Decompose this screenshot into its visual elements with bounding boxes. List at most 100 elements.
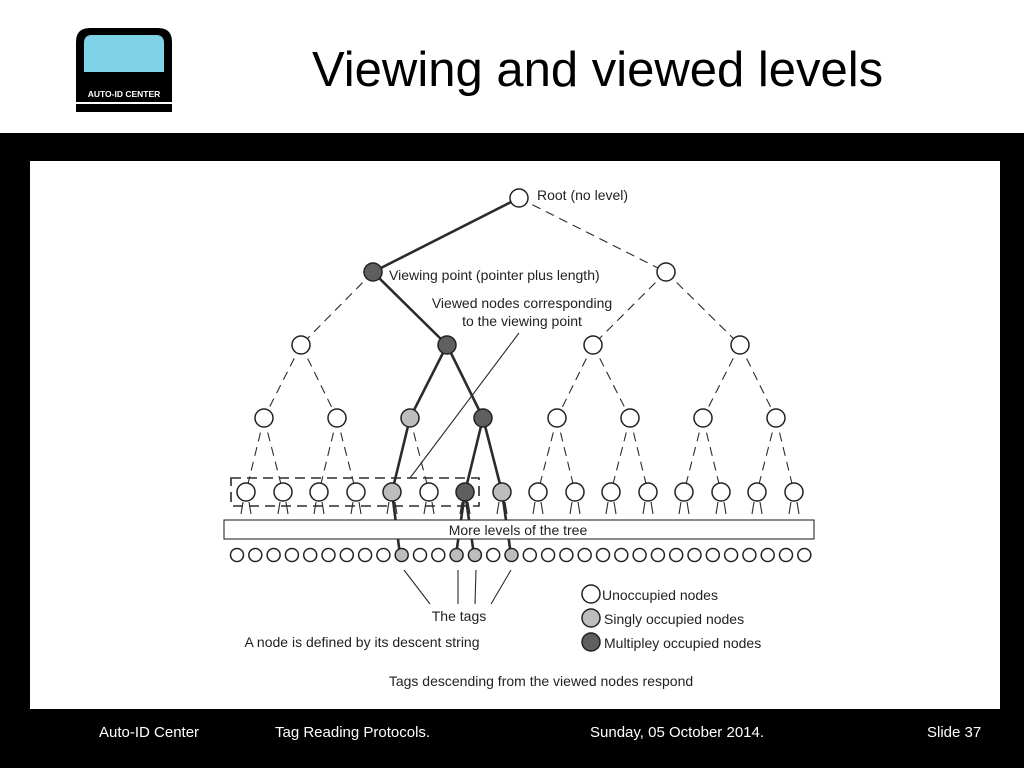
viewed-level-node (346, 482, 366, 502)
tree-node (473, 408, 493, 428)
viewed-level-node (638, 482, 658, 502)
tree-node (254, 408, 274, 428)
viewed-level-node (419, 482, 439, 502)
node-stub (350, 501, 354, 515)
tree-edge (372, 196, 520, 274)
tree-edge (318, 417, 338, 493)
tree-edge (372, 271, 448, 346)
node-stub (467, 501, 471, 515)
tag-leaf-node (797, 547, 812, 563)
node-stub (751, 501, 755, 515)
tree-edge (390, 417, 412, 493)
viewed-level-node (528, 482, 548, 502)
node-stub (642, 501, 646, 515)
tree-edge (556, 344, 594, 419)
node-stub (569, 501, 573, 515)
viewing-point-node (363, 262, 383, 282)
node-stub (285, 501, 289, 515)
tree-node (656, 262, 676, 282)
node-stub (759, 501, 763, 515)
tags-respond-label: Tags descending from the viewed nodes re… (389, 673, 693, 689)
tree-node (766, 408, 786, 428)
viewed-nodes-pointer (409, 332, 520, 479)
tree-node (400, 408, 420, 428)
legend-multiple-label: Multipley occupied nodes (604, 635, 761, 651)
tag-leaf-node (284, 547, 300, 563)
tree-edge (300, 271, 374, 346)
node-stub (788, 501, 792, 515)
tag-leaf-node (632, 547, 647, 563)
node-stub (540, 501, 544, 515)
viewed-level-node (309, 482, 329, 502)
more-levels-bar (223, 519, 815, 540)
tree-edge (408, 344, 449, 419)
node-stub (496, 501, 500, 515)
node-stub (577, 501, 581, 515)
logo-screen (84, 35, 164, 72)
tag-leaf-node (540, 547, 556, 563)
tag-leaf-node (742, 547, 757, 563)
tag-leaf-node (577, 547, 592, 563)
root-label: Root (no level) (537, 187, 628, 203)
tree-edge (537, 417, 558, 493)
tree-edge (739, 344, 777, 419)
legend-single-swatch (581, 608, 601, 628)
tree-node (583, 335, 603, 355)
tag-pointer (490, 569, 512, 605)
tree-edge (245, 417, 265, 493)
tag-leaf-node (778, 547, 794, 563)
node-stub (277, 501, 281, 515)
node-stub (650, 501, 654, 515)
tag-leaf-node (614, 547, 629, 563)
logo-text: AUTO-ID CENTER (88, 89, 161, 99)
tag-leaf-node (339, 547, 355, 563)
tree-edge (481, 417, 504, 493)
tag-leaf-node (412, 547, 428, 563)
node-stub (431, 501, 435, 515)
tree-edge (556, 417, 576, 493)
descent-string-label: A node is defined by its descent string (244, 634, 479, 650)
node-stub (715, 501, 719, 515)
slide-footer: Auto-ID Center Tag Reading Protocols. Su… (0, 718, 1024, 748)
tree-node (620, 408, 640, 428)
legend-unoccupied-swatch (581, 584, 601, 604)
footer-topic: Tag Reading Protocols. (275, 724, 431, 741)
tag-leaf-node (467, 547, 483, 563)
node-stub (423, 501, 427, 515)
viewed-level-node (784, 482, 804, 502)
more-levels-label: More levels of the tree (449, 522, 588, 538)
tag-leaf-node (595, 547, 611, 563)
tag-leaf-node (248, 547, 263, 563)
node-stub (613, 501, 617, 515)
auto-id-center-logo: AUTO-ID CENTER (76, 28, 172, 112)
legend-unoccupied-label: Unoccupied nodes (602, 587, 718, 603)
node-stub (459, 501, 463, 515)
node-stub (796, 501, 800, 515)
slide-title: Viewing and viewed levels (312, 43, 884, 97)
tag-leaf-node (650, 547, 666, 563)
tree-edge (592, 271, 667, 346)
node-stub (240, 501, 244, 515)
tree-edge (610, 417, 631, 493)
tag-leaf-node (687, 547, 702, 563)
node-stub (723, 501, 727, 515)
tree-edge (683, 417, 704, 493)
tag-leaf-node (229, 547, 245, 563)
tag-leaf-node (760, 547, 775, 563)
viewed-level-box (230, 477, 480, 507)
tree-node (327, 408, 347, 428)
viewing-point-label: Viewing point (pointer plus length) (389, 267, 600, 283)
root-node (509, 188, 529, 208)
tree-node (693, 408, 713, 428)
node-stub (248, 501, 252, 515)
node-stub (686, 501, 690, 515)
diagram-panel (30, 161, 1000, 709)
tree-edge (300, 344, 338, 419)
tag-leaf-node (357, 547, 373, 563)
node-stub (678, 501, 682, 515)
viewed-level-node (492, 482, 512, 502)
tag-leaf-node (485, 547, 501, 563)
footer-slide-number: Slide 37 (927, 724, 982, 741)
tag-leaf-node (302, 547, 318, 563)
tag-pointer (403, 569, 431, 605)
